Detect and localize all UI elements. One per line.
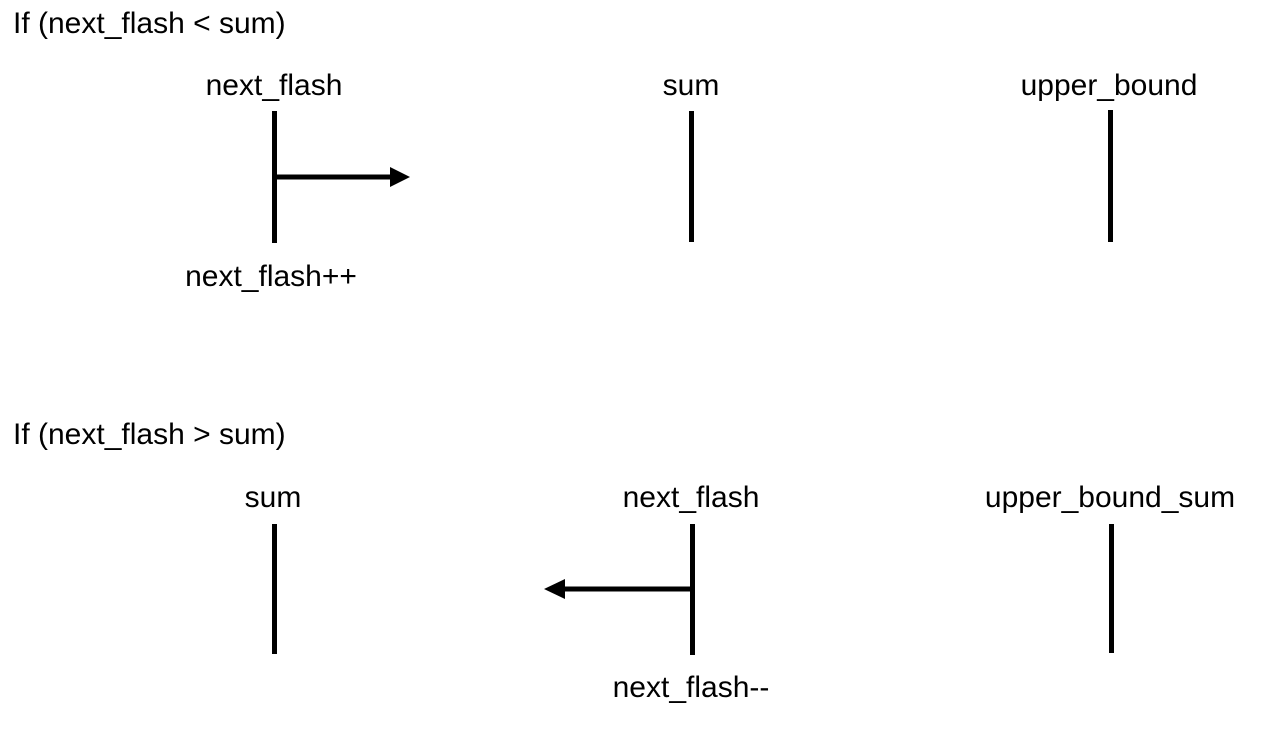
section-2-lifeline-upper-bound-sum (1109, 524, 1114, 653)
section-2-lifeline-sum (272, 524, 277, 654)
section-2-lane-label-sum: sum (244, 481, 302, 514)
left-arrow-icon (544, 579, 693, 599)
section-1-lifeline-upper-bound (1108, 110, 1113, 242)
section-2-lane-label-upper-bound-sum: upper_bound_sum (984, 481, 1236, 514)
section-1-lifeline-sum (689, 111, 694, 242)
section-1-lane-label-upper-bound: upper_bound (1020, 69, 1198, 102)
section-2-lane-label-next-flash: next_flash (622, 481, 760, 514)
section-1-condition: If (next_flash < sum) (13, 7, 286, 40)
section-2-condition: If (next_flash > sum) (13, 418, 286, 451)
right-arrow-icon (274, 167, 410, 187)
section-2-action-label-decrement: next_flash-- (612, 671, 770, 704)
section-1-lane-label-next-flash: next_flash (205, 69, 343, 102)
section-1-lane-label-sum: sum (662, 69, 720, 102)
section-1-action-label-increment: next_flash++ (185, 260, 357, 293)
